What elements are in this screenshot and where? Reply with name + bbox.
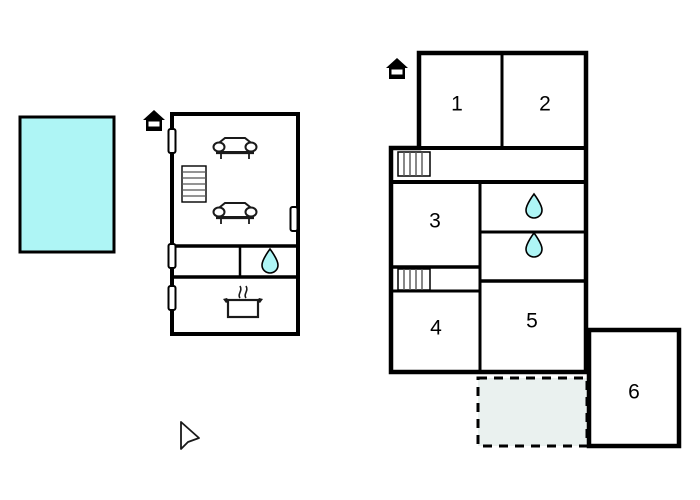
drop-shape xyxy=(525,231,543,258)
room-label-1: 1 xyxy=(451,92,463,116)
sofa-icon-upper xyxy=(212,137,258,159)
swimming-pool xyxy=(18,115,116,254)
room-label-3: 3 xyxy=(429,209,441,233)
sofa-arm-left xyxy=(212,141,226,153)
room-6-outline xyxy=(586,327,682,449)
sofa-arm-right xyxy=(244,206,258,218)
door-left-top xyxy=(167,128,177,154)
water-drop-icon-upper xyxy=(525,192,543,219)
house-entrance-icon-left xyxy=(143,110,165,131)
house-door-band xyxy=(391,69,403,75)
terrace-dashed-rect xyxy=(476,376,589,448)
sofa-arm-right xyxy=(244,141,258,153)
stairs-body xyxy=(397,268,431,291)
pot-steam-left xyxy=(238,285,242,299)
ground-floor-doors xyxy=(167,128,299,311)
room-6-walls xyxy=(586,327,682,449)
stairs-body xyxy=(397,151,431,177)
house-body xyxy=(143,110,165,131)
door-right xyxy=(289,206,299,232)
water-drop-icon-ground xyxy=(261,247,279,274)
mouse-cursor xyxy=(180,421,200,450)
pool-rect xyxy=(18,115,116,254)
house-body xyxy=(386,58,408,79)
stairs-icon-upper xyxy=(397,151,431,177)
room-label-4: 4 xyxy=(430,316,442,340)
stairs-icon-lower xyxy=(397,268,431,291)
sofa-icon-lower xyxy=(212,202,258,224)
pot-steam-right xyxy=(244,285,248,299)
drop-shape xyxy=(525,192,543,219)
cursor-arrow xyxy=(180,421,200,450)
room-label-6: 6 xyxy=(628,380,640,404)
pot-body xyxy=(226,298,260,319)
upper-floor-walls xyxy=(388,50,589,375)
room-label-5: 5 xyxy=(526,309,538,333)
door-left-bottom xyxy=(167,285,177,311)
upper-floor-outline xyxy=(388,50,589,375)
terrace-area xyxy=(476,376,589,448)
house-entrance-icon-right xyxy=(386,58,408,79)
sofa-arm-left xyxy=(212,206,226,218)
room-label-2: 2 xyxy=(539,92,551,116)
stairs-icon-ground xyxy=(181,165,207,203)
drop-shape xyxy=(261,247,279,274)
house-door-band xyxy=(148,121,160,127)
door-left-middle xyxy=(167,243,177,269)
water-drop-icon-lower xyxy=(525,231,543,258)
cooking-pot-icon xyxy=(223,285,263,319)
